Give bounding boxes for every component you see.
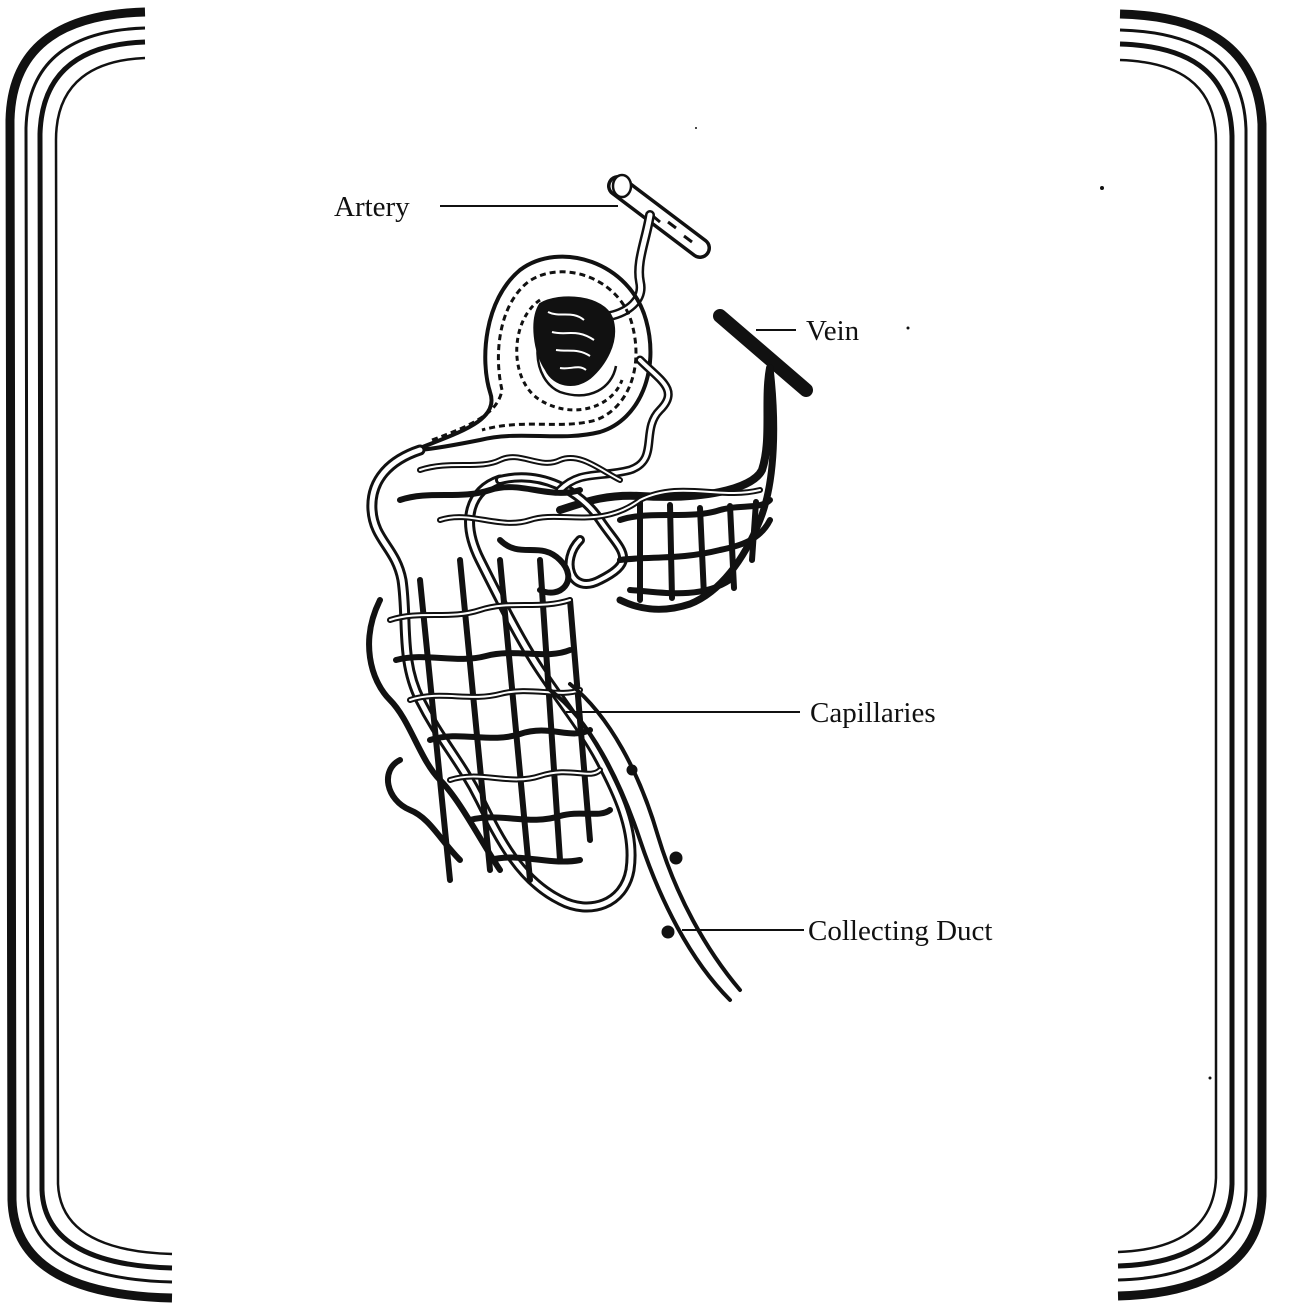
left-bracket-frame: [10, 12, 172, 1298]
capillaries-label: Capillaries: [810, 697, 936, 729]
capillary-network: [369, 457, 770, 880]
artery-vessel: [610, 175, 700, 316]
bowmans-capsule: [420, 257, 650, 450]
right-bracket-frame: [1118, 14, 1262, 1296]
artery-label: Artery: [334, 191, 410, 223]
collecting-duct-label: Collecting Duct: [808, 915, 992, 947]
vein-label: Vein: [806, 315, 860, 347]
renal-tubule: [372, 360, 668, 907]
glomerulus: [534, 297, 614, 385]
